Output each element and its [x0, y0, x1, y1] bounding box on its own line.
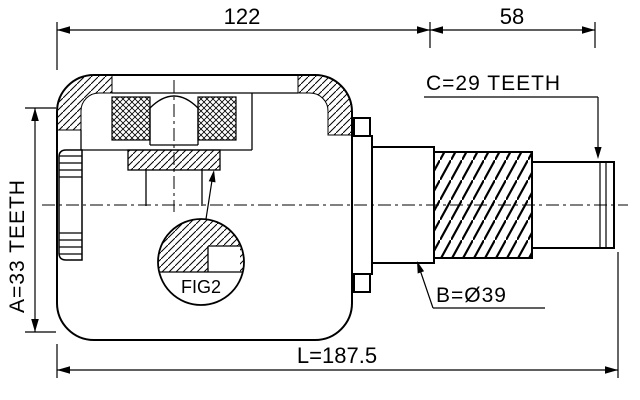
a-teeth-label: A=33 TEETH — [6, 179, 29, 313]
dimension-a-teeth: A=33 TEETH — [6, 107, 56, 333]
label-c-teeth: C=29 TEETH — [424, 72, 602, 159]
joint-housing — [56, 74, 353, 341]
dim-58-label: 58 — [500, 4, 524, 29]
fig2-circle — [157, 218, 245, 306]
spider-hatch-band — [127, 149, 221, 171]
b-diameter-label: B=Ø39 — [436, 284, 507, 307]
spider-section — [127, 149, 221, 206]
bearing-race-hatch-left — [111, 96, 151, 141]
roller-dome — [149, 95, 199, 109]
boot-groove-lug-bottom — [353, 273, 371, 293]
boot-groove-lug-top — [353, 117, 371, 137]
housing-wall-hatch-left — [56, 74, 113, 131]
fig2-leader-arrow — [208, 170, 216, 183]
bearing-section — [80, 80, 298, 212]
dimension-58: 58 — [430, 4, 596, 48]
c-teeth-label: C=29 TEETH — [426, 72, 561, 95]
housing-wall-hatch-right — [297, 74, 353, 136]
dim-length-label: L=187.5 — [297, 343, 377, 368]
fig2-notch — [208, 246, 240, 272]
dimension-overall-length: L=187.5 — [56, 252, 619, 378]
dim-122-label: 122 — [224, 4, 261, 29]
bearing-race-hatch-right — [197, 96, 237, 141]
label-b-diameter: B=Ø39 — [417, 261, 545, 309]
fig2-label: FIG2 — [181, 277, 221, 297]
dimension-122: 122 — [56, 4, 431, 70]
